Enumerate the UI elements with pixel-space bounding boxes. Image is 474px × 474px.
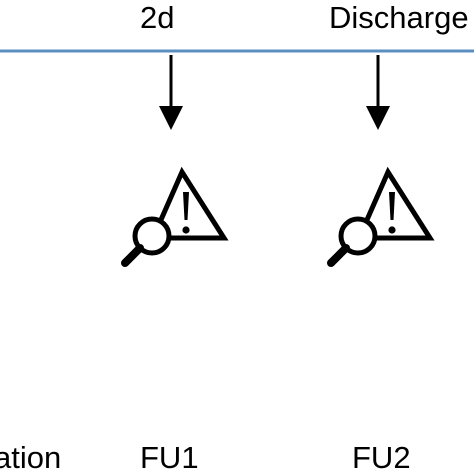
followup-label-fu2: FU2 xyxy=(352,440,411,474)
arrow-down-icon xyxy=(366,55,390,130)
inspection-warning-icon xyxy=(125,172,224,263)
timepoint-label-2d: 2d xyxy=(140,0,175,35)
arrow-down-icon xyxy=(159,55,183,130)
followup-label-fu1: FU1 xyxy=(140,440,199,474)
timepoint-label-partial: ation xyxy=(0,440,62,474)
timepoint-label-discharge: Discharge xyxy=(329,0,469,35)
inspection-warning-icon xyxy=(331,172,430,263)
